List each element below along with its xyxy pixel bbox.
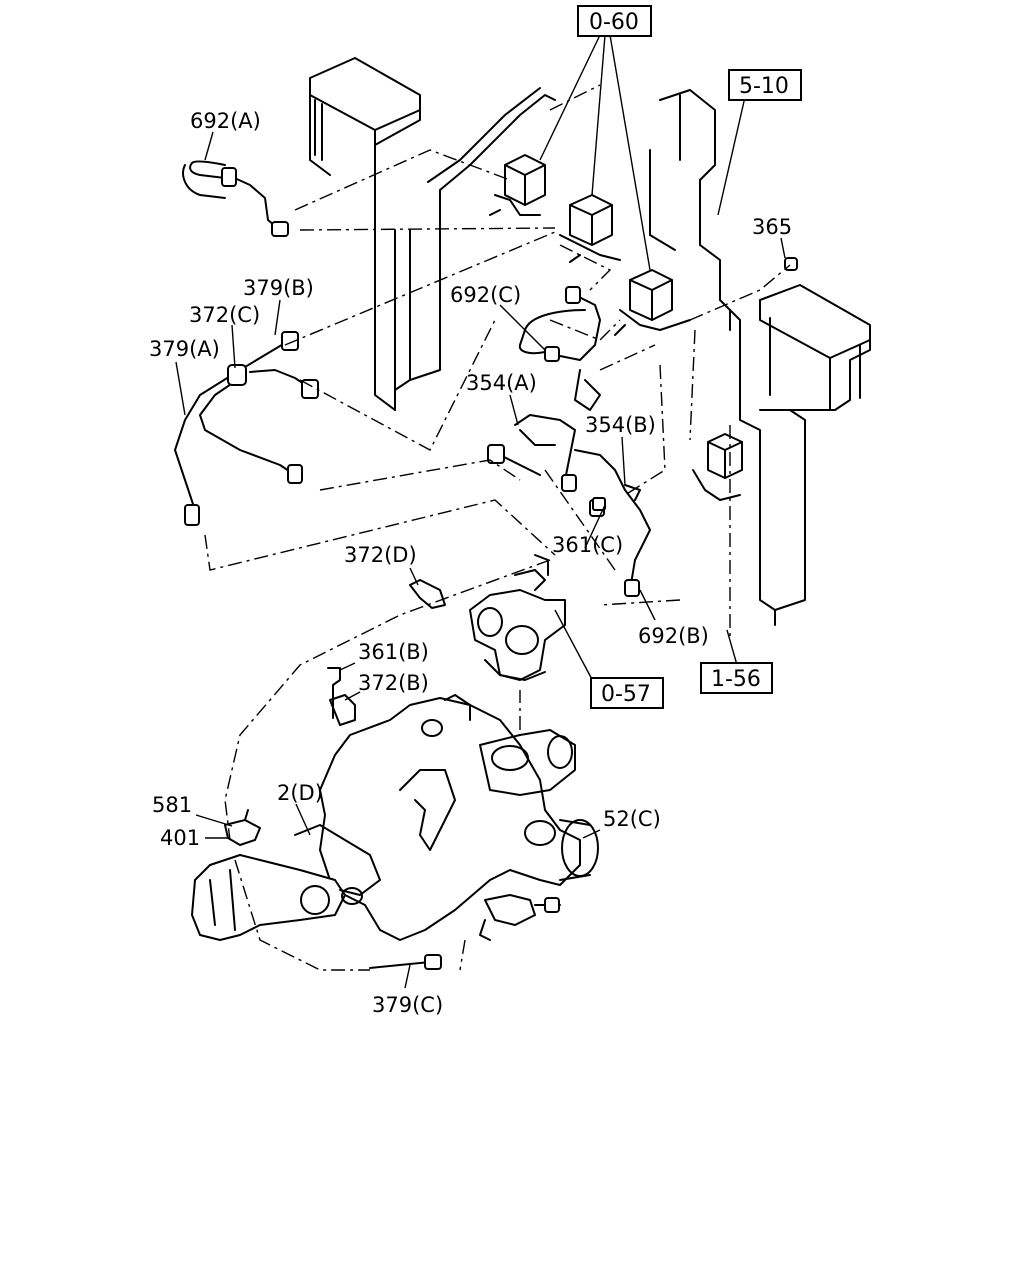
ref-box-0-60: 0-60	[577, 5, 652, 37]
label-692b: 692(B)	[638, 624, 709, 648]
label-52c: 52(C)	[603, 807, 661, 831]
label-372b: 372(B)	[358, 671, 429, 695]
ref-box-1-56: 1-56	[700, 662, 773, 694]
label-379a: 379(A)	[149, 337, 220, 361]
routing-lines	[204, 84, 791, 971]
solenoid-valve-3	[614, 269, 691, 336]
throttle-body	[469, 554, 566, 681]
label-361c: 361(C)	[552, 533, 623, 557]
label-2d: 2(D)	[277, 781, 323, 805]
left-body-bracket	[309, 57, 556, 411]
leader-lines	[175, 34, 786, 989]
right-valve	[692, 257, 798, 501]
ref-box-0-57: 0-57	[590, 677, 664, 709]
label-372c: 372(C)	[189, 303, 260, 327]
part-labels: 692(A) 379(B) 372(C) 379(A) 692(C) 354(A…	[149, 109, 792, 1017]
pipe-692c	[518, 286, 601, 411]
ref-0-57: 0-57	[601, 682, 651, 707]
label-365: 365	[752, 215, 792, 239]
label-401: 401	[160, 826, 200, 850]
label-372d: 372(D)	[344, 543, 417, 567]
label-361b: 361(B)	[358, 640, 429, 664]
label-379c: 379(C)	[372, 993, 443, 1017]
pipe-692a	[182, 160, 289, 237]
label-354b: 354(B)	[585, 413, 656, 437]
label-692a: 692(A)	[190, 109, 261, 133]
label-354a: 354(A)	[466, 371, 537, 395]
right-body-structure	[649, 89, 871, 626]
ref-5-10: 5-10	[739, 74, 789, 99]
label-581: 581	[152, 793, 192, 817]
label-379b: 379(B)	[243, 276, 314, 300]
ref-1-56: 1-56	[711, 667, 761, 692]
ref-box-5-10: 5-10	[728, 69, 802, 101]
solenoid-valve-2	[559, 194, 621, 263]
small-parts	[224, 497, 606, 970]
pipes-379	[174, 331, 319, 526]
pipes-354-692b	[487, 414, 651, 597]
manifold-flange	[191, 824, 381, 941]
ref-0-60: 0-60	[589, 10, 639, 35]
solenoid-valve-1	[489, 154, 546, 216]
label-692c: 692(C)	[450, 283, 521, 307]
